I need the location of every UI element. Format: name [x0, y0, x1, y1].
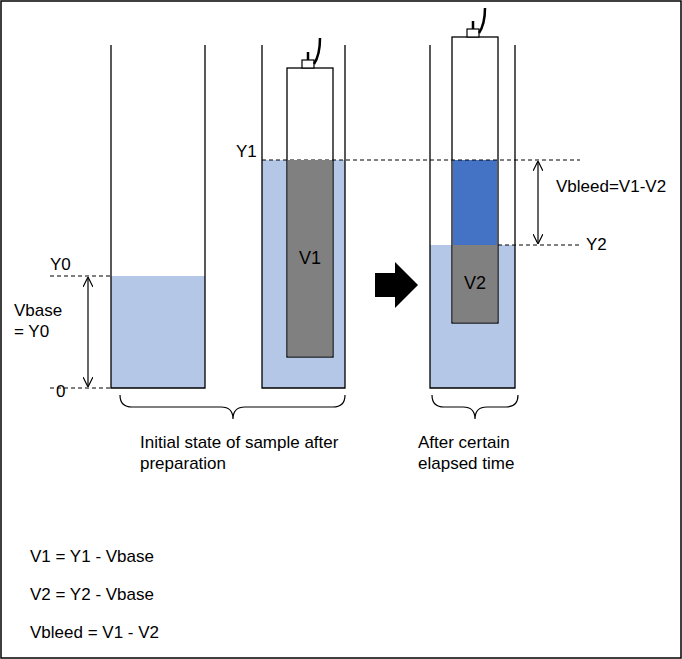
dimension-arrow [87, 278, 88, 386]
sample-holder [287, 68, 333, 357]
volume-label: V2 [464, 273, 486, 294]
state-caption: Initial state of sample after preparatio… [140, 432, 340, 475]
state-caption: After certain elapsed time [418, 432, 538, 475]
dimension-arrow [537, 162, 538, 243]
level-label: Y2 [586, 234, 626, 255]
level-label: Y0 [50, 254, 80, 275]
sample-holder [452, 37, 498, 323]
hook [302, 60, 314, 68]
brace [432, 395, 518, 419]
beaker [262, 45, 345, 388]
level-label: Y1 [236, 141, 266, 162]
formula: V1 = Y1 - Vbase [30, 546, 330, 567]
dimension-label: Vbleed=V1-V2 [556, 176, 678, 197]
reference-lines [50, 160, 580, 388]
level-label: 0 [56, 381, 76, 402]
formula: V2 = Y2 - Vbase [30, 584, 330, 605]
formula: Vbleed = V1 - V2 [30, 622, 330, 643]
liquid [111, 276, 205, 388]
brace [120, 395, 345, 419]
volume-label: V1 [299, 248, 321, 269]
cable [473, 8, 485, 33]
liquid [430, 245, 515, 388]
hook [467, 29, 479, 37]
sample-volume: V1 [288, 160, 332, 356]
beaker [111, 45, 205, 388]
dimension-label: Vbase = Y0 [14, 300, 74, 343]
sample-volume: V2 [453, 245, 497, 322]
process-arrow [375, 262, 418, 308]
bleed-region [453, 160, 497, 245]
cable [308, 38, 320, 64]
